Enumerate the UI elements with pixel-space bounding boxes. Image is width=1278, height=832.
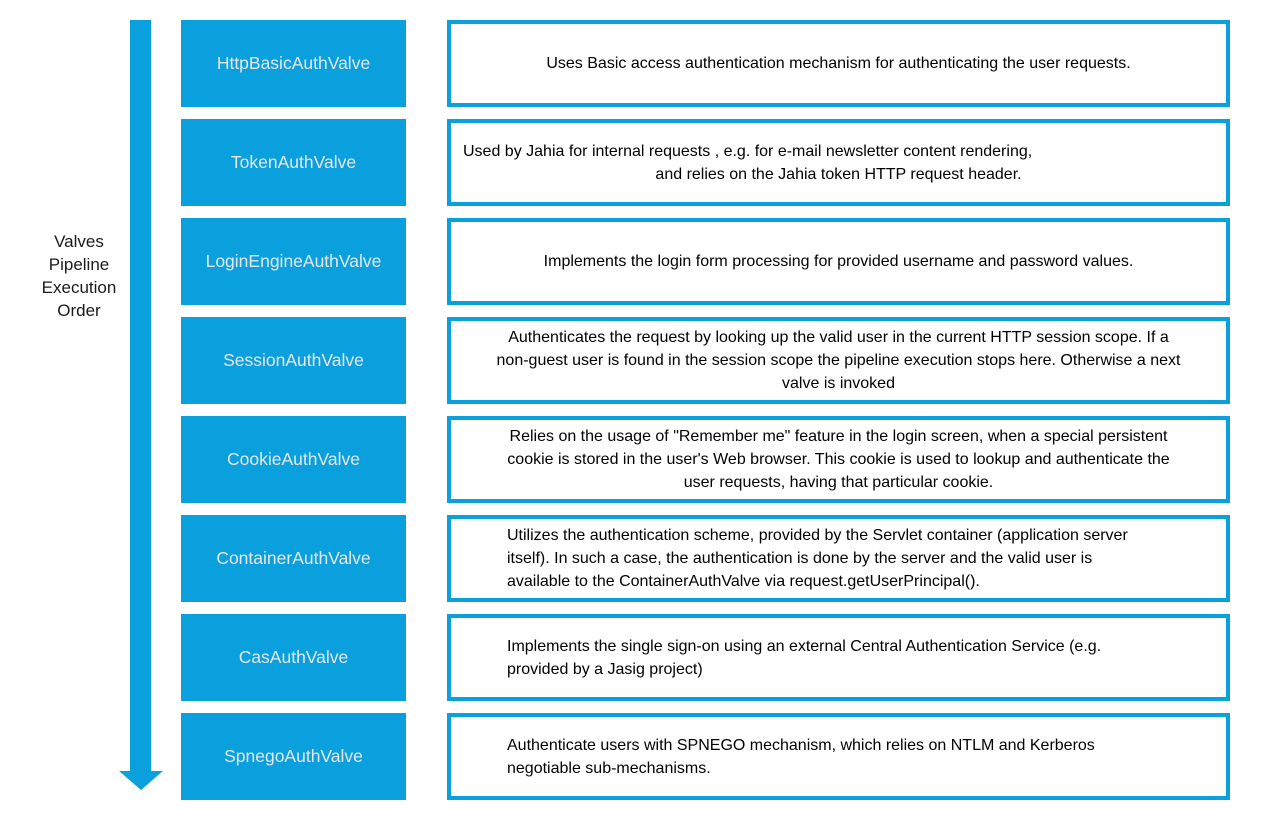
valve-name: CookieAuthValve xyxy=(227,449,360,469)
valve-description-box: Relies on the usage of "Remember me" fea… xyxy=(447,416,1230,503)
valve-box: CasAuthValve xyxy=(181,614,406,701)
valve-name: CasAuthValve xyxy=(238,647,349,667)
description-line: valve is invoked xyxy=(782,375,895,392)
valve-description-text: Used by Jahia for internal requests , e.… xyxy=(463,140,1214,186)
valve-name: TokenAuthValve xyxy=(230,152,357,172)
description-line: user requests, having that particular co… xyxy=(683,474,994,491)
description-line: cookie is stored in the user's Web brows… xyxy=(507,451,1170,468)
valve-name: SessionAuthValve xyxy=(223,350,364,370)
pipeline-row: LoginEngineAuthValve Implements the logi… xyxy=(181,218,1230,305)
description-line: Authenticates the request by looking up … xyxy=(508,329,1169,346)
description-line: Utilizes the authentication scheme, prov… xyxy=(507,527,1128,544)
pipeline-row: TokenAuthValve Used by Jahia for interna… xyxy=(181,119,1230,206)
valve-box: CookieAuthValve xyxy=(181,416,406,503)
valve-name: ContainerAuthValve xyxy=(216,548,371,568)
valve-description-text: Utilizes the authentication scheme, prov… xyxy=(507,524,1214,593)
pipeline-arrow-stem xyxy=(130,20,151,772)
description-line: itself). In such a case, the authenticat… xyxy=(507,550,1093,567)
pipeline-order-label-line: Order xyxy=(57,301,101,320)
down-arrow-icon xyxy=(119,771,163,790)
valve-description-box: Authenticates the request by looking up … xyxy=(447,317,1230,404)
valve-description-box: Used by Jahia for internal requests , e.… xyxy=(447,119,1230,206)
description-line: Authenticate users with SPNEGO mechanism… xyxy=(507,736,1095,754)
pipeline-rows: HttpBasicAuthValve Uses Basic access aut… xyxy=(181,20,1230,800)
pipeline-order-label-line: Pipeline xyxy=(48,255,110,274)
valve-description-box: Uses Basic access authentication mechani… xyxy=(447,20,1230,107)
valve-description-text: Implements the login form processing for… xyxy=(463,250,1214,273)
pipeline-order-label: Valves Pipeline Execution Order xyxy=(16,230,142,322)
valve-name: HttpBasicAuthValve xyxy=(216,53,371,73)
description-line: provided by a Jasig project) xyxy=(507,660,703,678)
valve-box: ContainerAuthValve xyxy=(181,515,406,602)
pipeline-row: CookieAuthValve Relies on the usage of "… xyxy=(181,416,1230,503)
valve-name: SpnegoAuthValve xyxy=(224,746,363,766)
pipeline-row: ContainerAuthValve Utilizes the authenti… xyxy=(181,515,1230,602)
valve-name: LoginEngineAuthValve xyxy=(205,251,382,271)
valve-box: LoginEngineAuthValve xyxy=(181,218,406,305)
valve-description-text: Uses Basic access authentication mechani… xyxy=(463,52,1214,75)
description-line: and relies on the Jahia token HTTP reque… xyxy=(655,165,1022,183)
pipeline-row: SessionAuthValve Authenticates the reque… xyxy=(181,317,1230,404)
description-line: Implements the single sign-on using an e… xyxy=(507,637,1102,655)
valve-box: TokenAuthValve xyxy=(181,119,406,206)
pipeline-row: SpnegoAuthValve Authenticate users with … xyxy=(181,713,1230,800)
valve-box: HttpBasicAuthValve xyxy=(181,20,406,107)
description-line: Relies on the usage of "Remember me" fea… xyxy=(509,428,1168,445)
description-line: Uses Basic access authentication mechani… xyxy=(546,55,1131,72)
valve-box: SpnegoAuthValve xyxy=(181,713,406,800)
valve-box: SessionAuthValve xyxy=(181,317,406,404)
valve-description-text: Implements the single sign-on using an e… xyxy=(507,635,1214,681)
description-line: negotiable sub-mechanisms. xyxy=(507,759,711,777)
valve-description-box: Implements the single sign-on using an e… xyxy=(447,614,1230,701)
pipeline-order-label-line: Valves xyxy=(54,232,104,251)
description-line: Used by Jahia for internal requests , e.… xyxy=(463,142,1033,160)
description-line: non-guest user is found in the session s… xyxy=(496,352,1181,369)
valve-description-box: Implements the login form processing for… xyxy=(447,218,1230,305)
pipeline-order-label-line: Execution xyxy=(41,278,117,297)
valve-description-text: Authenticates the request by looking up … xyxy=(463,326,1214,395)
valve-description-box: Authenticate users with SPNEGO mechanism… xyxy=(447,713,1230,800)
description-line: available to the ContainerAuthValve via … xyxy=(507,573,980,590)
pipeline-row: HttpBasicAuthValve Uses Basic access aut… xyxy=(181,20,1230,107)
valve-description-text: Authenticate users with SPNEGO mechanism… xyxy=(507,734,1214,780)
description-line: Implements the login form processing for… xyxy=(543,253,1134,270)
valve-description-box: Utilizes the authentication scheme, prov… xyxy=(447,515,1230,602)
pipeline-row: CasAuthValve Implements the single sign-… xyxy=(181,614,1230,701)
valve-description-text: Relies on the usage of "Remember me" fea… xyxy=(463,425,1214,494)
